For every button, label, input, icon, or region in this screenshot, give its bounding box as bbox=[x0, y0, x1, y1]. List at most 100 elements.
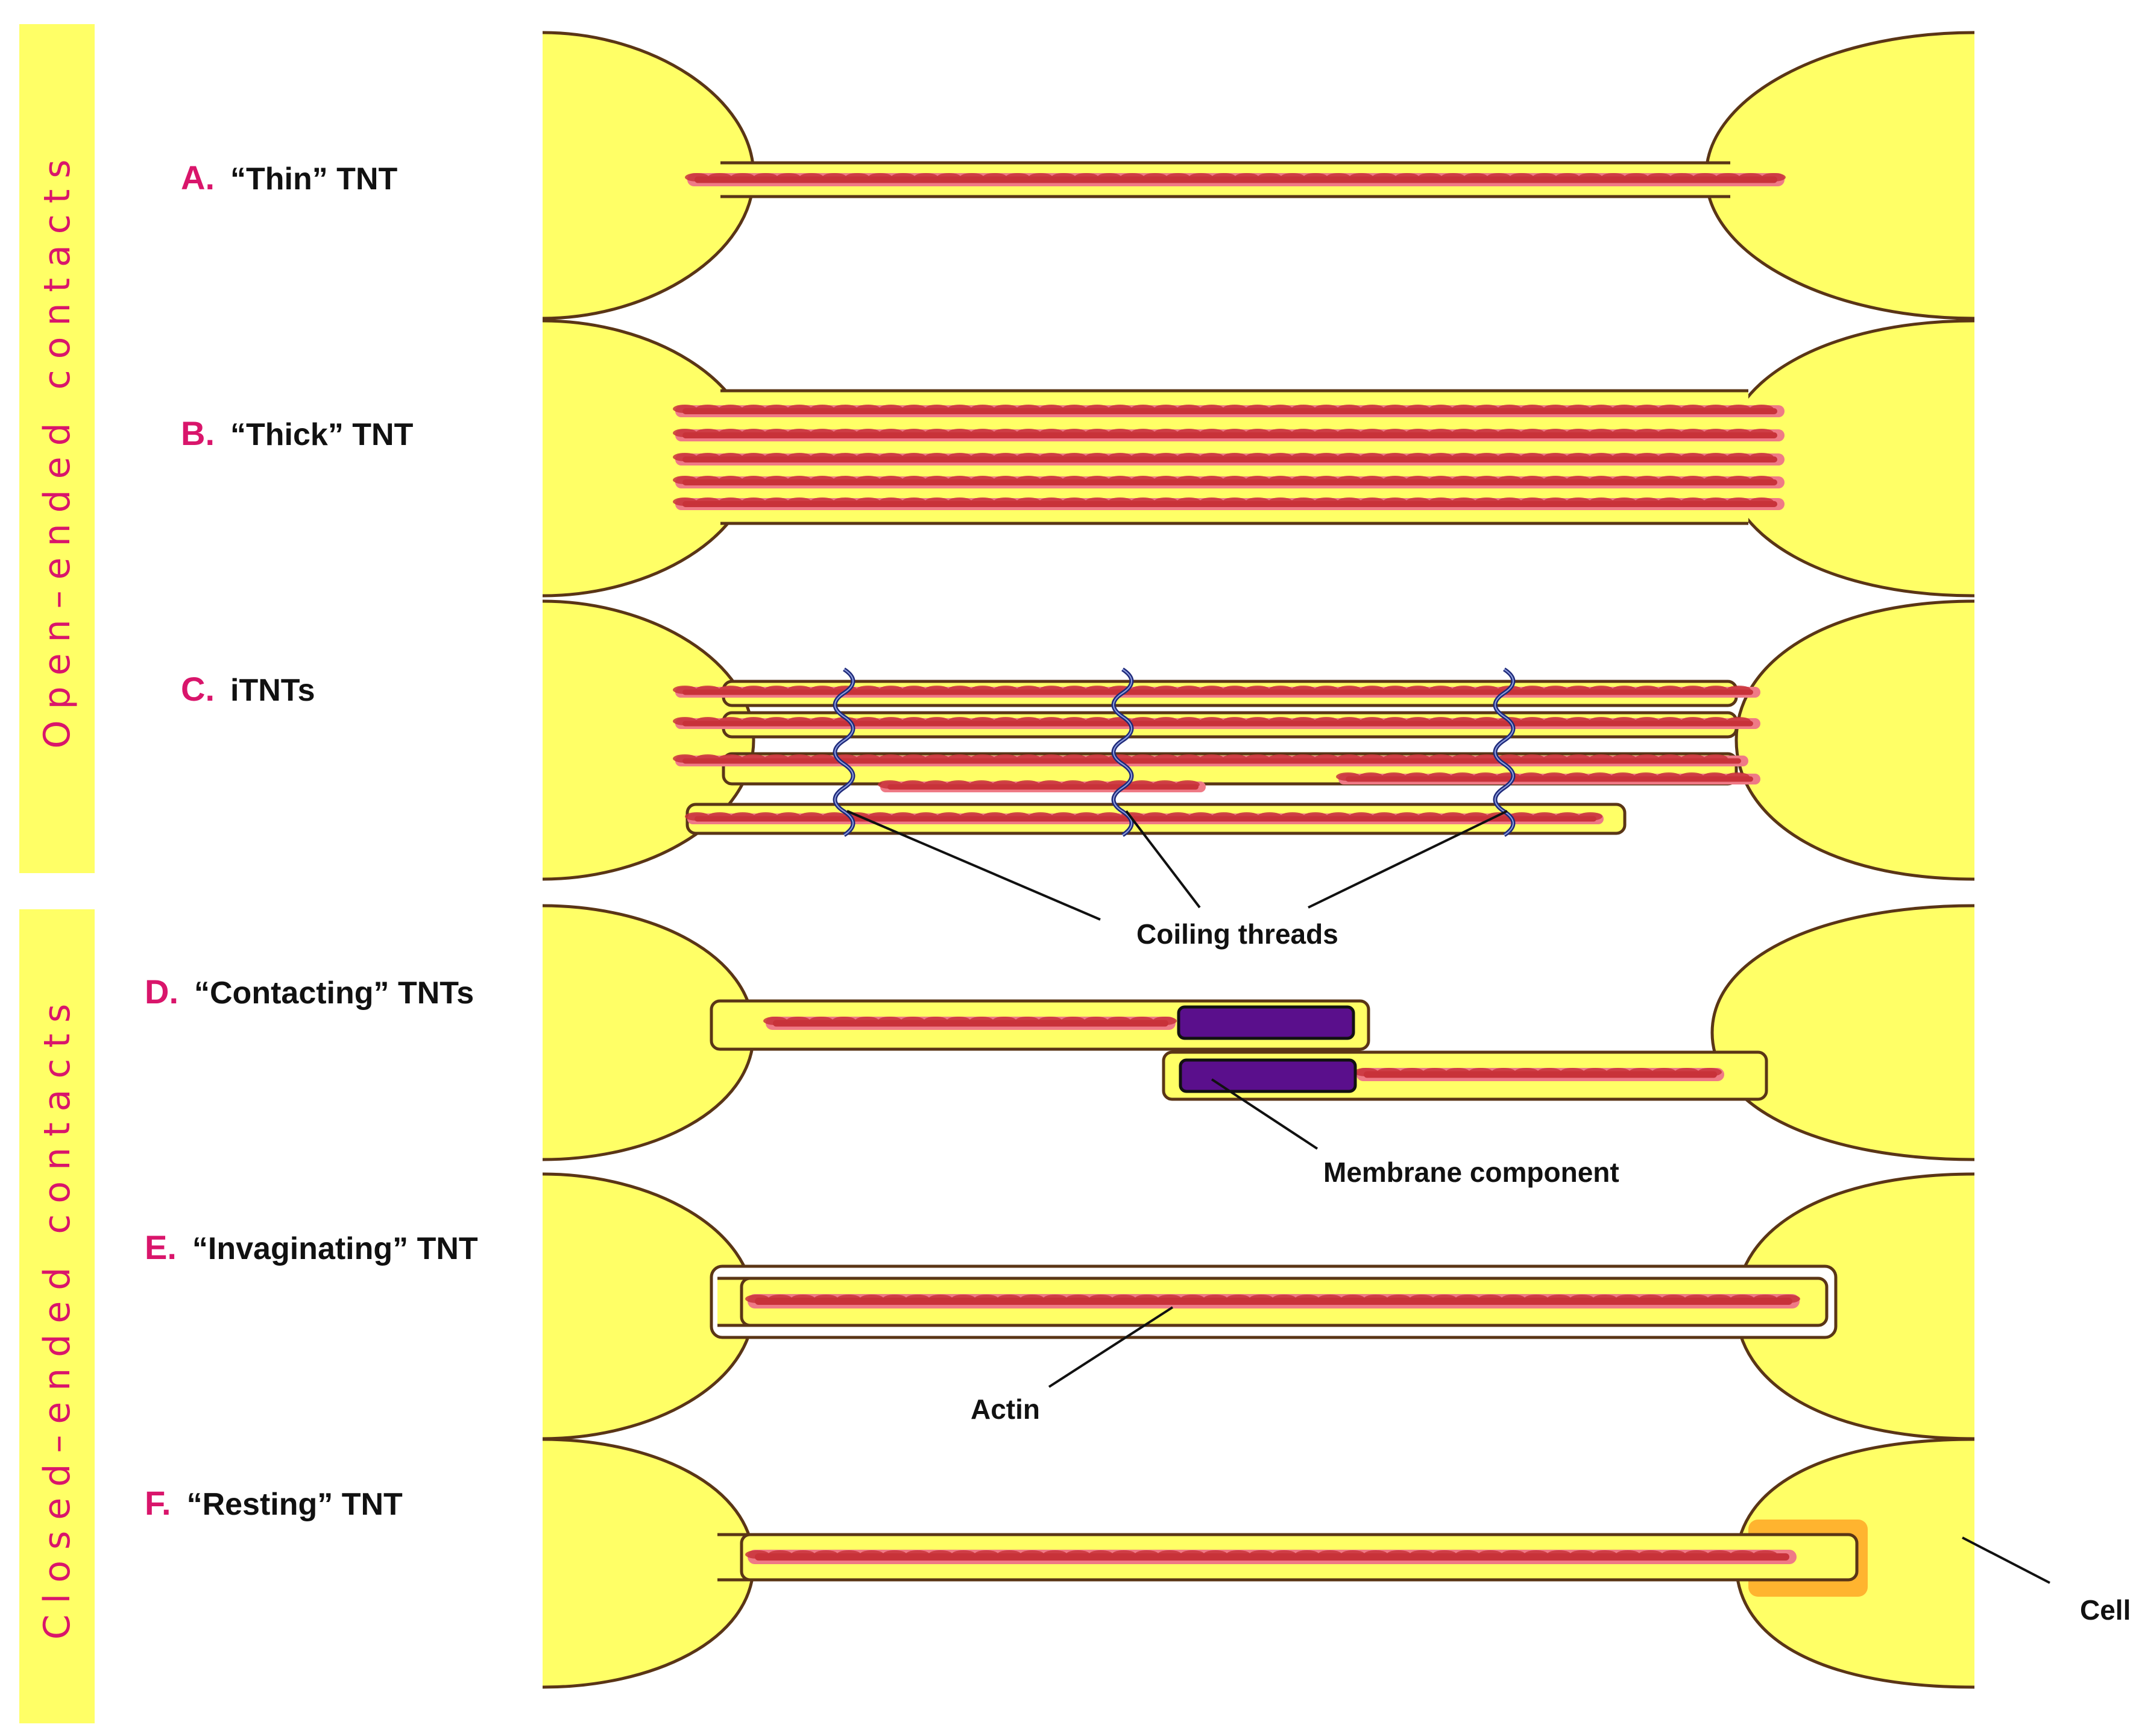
row-f-actin-bead bbox=[1730, 1550, 1754, 1559]
row-d-left-actin-bead bbox=[924, 1017, 948, 1025]
row-b-actin-2-bead bbox=[1681, 429, 1705, 437]
row-b-actin-5-bead bbox=[1268, 497, 1293, 506]
row-b-actin-5-bead bbox=[1360, 497, 1384, 506]
row-c-actin-3-bead bbox=[1543, 754, 1567, 763]
row-b-actin-2-bead bbox=[971, 429, 995, 437]
row-b-actin-3-bead bbox=[764, 453, 789, 461]
row-c-actin-5-bead bbox=[1359, 772, 1383, 781]
row-c-actin-4-bead bbox=[1153, 780, 1177, 789]
row-b-actin-3-bead bbox=[1337, 453, 1361, 461]
row-b-actin-3-bead bbox=[879, 453, 903, 461]
row-c-actin-6-bead bbox=[822, 812, 846, 821]
row-b-actin-3-bead bbox=[902, 453, 926, 461]
row-c-actin-5-bead bbox=[1451, 772, 1475, 781]
row-f-actin-beads bbox=[745, 1550, 1777, 1559]
row-b-actin-2-bead bbox=[1635, 429, 1659, 437]
row-title-thick: “Thick” TNT bbox=[230, 417, 414, 452]
row-c-actin-3-bead bbox=[1223, 754, 1247, 763]
row-c-actin-5-bead bbox=[1428, 772, 1452, 781]
row-c-actin-5-bead bbox=[1588, 772, 1612, 781]
row-b-actin-3-bead bbox=[1200, 453, 1224, 461]
row-c-actin-1-bead bbox=[994, 686, 1018, 694]
row-c-left-cell-edge bbox=[542, 599, 755, 881]
row-b-actin-5-bead bbox=[1635, 497, 1659, 506]
row-b-actin-2-bead bbox=[1543, 429, 1567, 437]
row-b-actin-1-bead bbox=[1314, 405, 1338, 413]
row-b-actin-2-bead bbox=[1612, 429, 1636, 437]
row-d-left-actin-bead bbox=[1061, 1017, 1085, 1025]
row-c-actin-3-bead bbox=[1016, 754, 1041, 763]
row-c-actin-4-bead bbox=[1176, 780, 1200, 789]
row-c-actin-1-bead bbox=[673, 686, 697, 694]
row-a-actin-bead bbox=[868, 173, 892, 181]
row-b-actin-1-bead bbox=[1520, 405, 1545, 413]
row-c-actin-3-bead bbox=[1589, 754, 1613, 763]
row-c-actin-2-bead bbox=[1589, 717, 1613, 725]
row-c-actin-1-bead bbox=[1085, 686, 1109, 694]
row-c-actin-3-bead bbox=[1039, 754, 1063, 763]
row-b-actin-1-bead bbox=[1200, 405, 1224, 413]
row-b-actin-4-bead bbox=[948, 476, 972, 484]
row-c-actin-5-bead bbox=[1542, 772, 1566, 781]
row-c-actin-6-bead bbox=[891, 812, 915, 821]
row-b-actin-5-bead bbox=[1681, 497, 1705, 506]
row-c-actin-1-bead bbox=[948, 686, 972, 694]
membrane-leader bbox=[1211, 1078, 1318, 1150]
row-b-actin-2-bead bbox=[1383, 429, 1407, 437]
row-c-actin-2-bead bbox=[925, 717, 949, 725]
row-c-actin-5-bead bbox=[1519, 772, 1543, 781]
row-c-actin-5-bead bbox=[1382, 772, 1406, 781]
row-b-actin-3-bead bbox=[1383, 453, 1407, 461]
row-b-actin-1-bead bbox=[1337, 405, 1361, 413]
row-b-actin-4-bead bbox=[1314, 476, 1338, 484]
row-a-actin-bead bbox=[822, 173, 846, 181]
row-b-actin-5-bead bbox=[1085, 497, 1109, 506]
row-b-actin-1-bead bbox=[810, 405, 834, 413]
row-b-actin-2-bead bbox=[856, 429, 880, 437]
row-a-actin-bead bbox=[1601, 173, 1625, 181]
row-d-left-actin-bead bbox=[901, 1017, 925, 1025]
row-c-actin-1-bead bbox=[971, 686, 995, 694]
row-e-actin-bead bbox=[1662, 1295, 1686, 1303]
row-a-actin-bead bbox=[1349, 173, 1373, 181]
row-c-actin-4-bead bbox=[992, 780, 1016, 789]
row-b-actin-5-bead bbox=[1039, 497, 1063, 506]
row-c-actin-6-bead bbox=[868, 812, 892, 821]
row-b-actin-1-bead bbox=[948, 405, 972, 413]
row-b-actin-5-bead bbox=[971, 497, 995, 506]
row-c-actin-3-bead bbox=[1383, 754, 1407, 763]
row-b-actin-1-bead bbox=[902, 405, 926, 413]
row-a-actin-bead bbox=[1716, 173, 1740, 181]
row-b-actin-5-bead bbox=[1658, 497, 1682, 506]
row-b-actin-1-bead bbox=[1039, 405, 1063, 413]
row-f-actin-bead bbox=[1662, 1550, 1686, 1559]
row-c-actin-1-bead bbox=[1520, 686, 1545, 694]
row-b-actin-4-bead bbox=[971, 476, 995, 484]
row-b-actin-4-bead bbox=[1108, 476, 1132, 484]
row-b-actin-2-bead bbox=[1475, 429, 1499, 437]
row-c-actin-2-bead bbox=[902, 717, 926, 725]
row-label-invaginating: E.“Invaginating” TNT bbox=[145, 1228, 478, 1267]
row-b-actin-2-bead bbox=[1246, 429, 1270, 437]
row-c-actin-1-bead bbox=[719, 686, 743, 694]
row-c-actin-2-bead bbox=[1360, 717, 1384, 725]
row-letter-d: D. bbox=[145, 973, 178, 1011]
row-c-actin-6-bead bbox=[1051, 812, 1076, 821]
row-f-actin-bead bbox=[1180, 1550, 1205, 1559]
row-c-actin-6-bead bbox=[1326, 812, 1350, 821]
row-b-actin-1-bead bbox=[1406, 405, 1430, 413]
row-b-actin-3-bead bbox=[1062, 453, 1086, 461]
row-b-actin-5-bead bbox=[994, 497, 1018, 506]
row-e-actin-bead bbox=[928, 1295, 953, 1303]
row-b-actin-3-bead bbox=[1635, 453, 1659, 461]
row-d-left-cell bbox=[543, 906, 754, 1160]
row-b-actin-4-bead bbox=[1246, 476, 1270, 484]
row-b-actin-3-bead bbox=[1314, 453, 1338, 461]
row-f-actin-bead bbox=[1501, 1550, 1525, 1559]
row-b-actin-2-bead bbox=[1177, 429, 1201, 437]
row-e-actin-bead bbox=[1432, 1295, 1457, 1303]
row-c-actin-4-bead bbox=[1084, 780, 1108, 789]
row-c-actin-6-beads bbox=[685, 812, 1602, 821]
row-c-actin-2-beads bbox=[673, 717, 1751, 725]
row-b-actin-4-bead bbox=[810, 476, 834, 484]
